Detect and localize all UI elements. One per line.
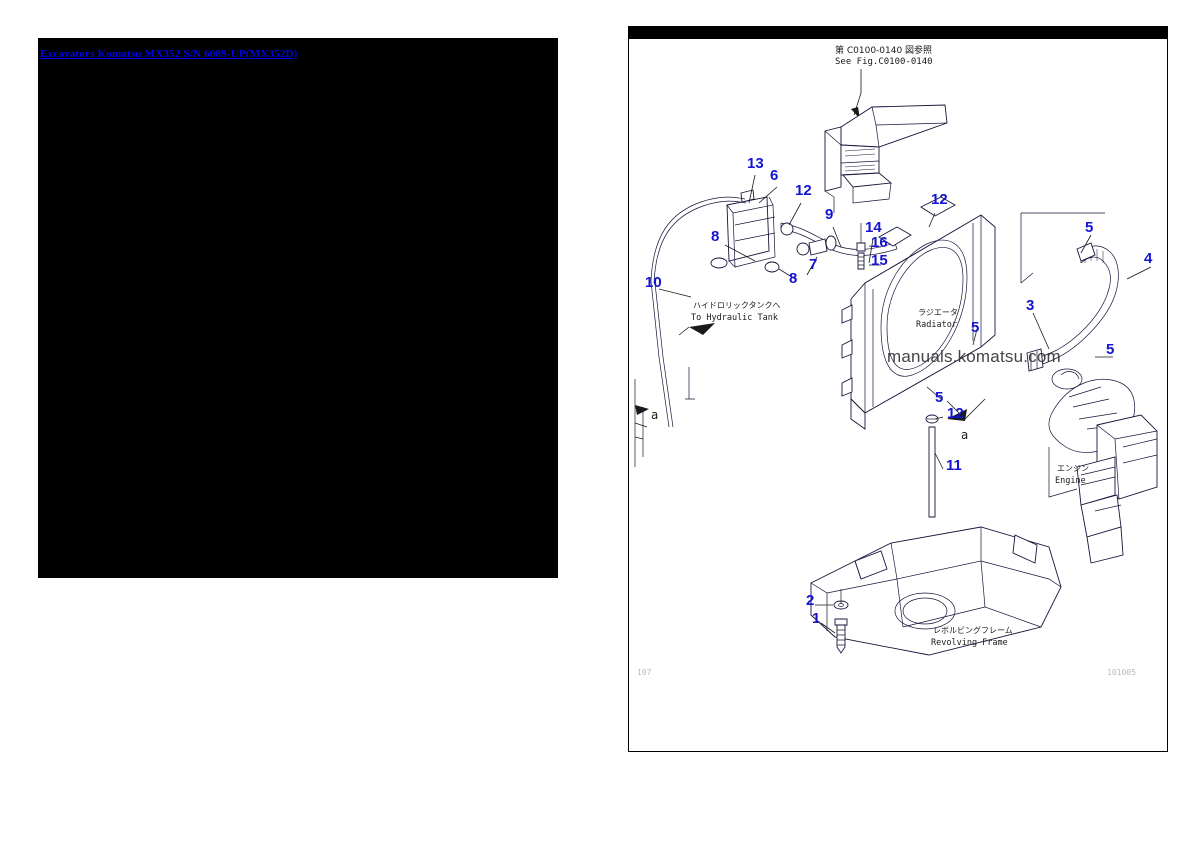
radiator-label-english: Radiator bbox=[916, 320, 957, 330]
callout-number: 3 bbox=[1026, 297, 1034, 314]
page-title-link[interactable]: Excavators Komatsu MX352 S/N 6089-UP(MX3… bbox=[40, 48, 298, 60]
callout-number: 7 bbox=[809, 256, 817, 273]
callout-number: 14 bbox=[865, 219, 882, 236]
callout-number: 11 bbox=[946, 457, 962, 474]
clamp-bolt-assembly bbox=[856, 223, 866, 270]
radiator-label-japanese: ラジエータ bbox=[918, 308, 958, 317]
engine-label-english: Engine bbox=[1055, 476, 1086, 486]
revolving-frame-part bbox=[810, 526, 1062, 656]
section-marker-a-center-text: a bbox=[961, 428, 968, 442]
callout-number: 1 bbox=[812, 610, 820, 627]
callout-number: 9 bbox=[825, 206, 833, 223]
hose-fitting-parts bbox=[710, 222, 837, 273]
parts-diagram-panel: 第 C0100-0140 図参照 See Fig.C0100-0140 bbox=[628, 26, 1168, 752]
hydraulic-tank-label-english: To Hydraulic Tank bbox=[691, 313, 778, 323]
fan-and-engine-part bbox=[1048, 368, 1158, 564]
preview-image-panel bbox=[38, 38, 558, 578]
callout-number: 8 bbox=[789, 270, 797, 287]
callout-number: 5 bbox=[1106, 341, 1114, 358]
corner-text-bottom-left: 107 bbox=[637, 668, 652, 677]
section-marker-a-left: a bbox=[634, 367, 695, 467]
callout-number: 12 bbox=[931, 191, 948, 208]
callout-number: 12 bbox=[947, 405, 964, 422]
callout-number: 4 bbox=[1144, 250, 1153, 267]
callout-number: 2 bbox=[806, 592, 814, 609]
callout-number: 5 bbox=[1085, 219, 1093, 236]
engine-label-japanese: エンジン bbox=[1057, 464, 1089, 473]
callout-leader-lines bbox=[658, 174, 1152, 634]
radiator-assembly-part bbox=[841, 196, 996, 430]
reference-note-english: See Fig.C0100-0140 bbox=[835, 57, 933, 67]
callout-number: 12 bbox=[795, 182, 812, 199]
callout-number: 10 bbox=[645, 274, 662, 291]
support-bracket-part bbox=[824, 104, 948, 213]
callout-number: 13 bbox=[747, 155, 764, 172]
long-rod-part bbox=[925, 414, 939, 518]
parts-diagram-svg: 第 C0100-0140 図参照 See Fig.C0100-0140 bbox=[634, 44, 1158, 677]
section-marker-a-left-text: a bbox=[651, 408, 658, 422]
callout-number: 5 bbox=[971, 319, 979, 336]
diagram-top-bar bbox=[629, 27, 1167, 39]
radiator-hose-part bbox=[1026, 242, 1119, 372]
callout-number: 16 bbox=[871, 234, 888, 251]
revolving-frame-label-japanese: レボルビングフレーム bbox=[933, 625, 1013, 635]
revolving-frame-label-english: Revolving Frame bbox=[931, 638, 1008, 648]
callout-number: 15 bbox=[871, 252, 888, 269]
corner-text-bottom-right: 101005 bbox=[1107, 668, 1136, 677]
bolt-washer-assembly bbox=[833, 589, 849, 654]
reference-note-japanese: 第 C0100-0140 図参照 bbox=[835, 44, 932, 56]
hydraulic-tank-label-japanese: ハイドロリックタンクへ bbox=[693, 301, 781, 310]
callout-number: 8 bbox=[711, 228, 719, 245]
callout-number: 6 bbox=[770, 167, 778, 184]
callout-number: 5 bbox=[935, 389, 943, 406]
section-marker-a-center: a bbox=[946, 398, 986, 442]
